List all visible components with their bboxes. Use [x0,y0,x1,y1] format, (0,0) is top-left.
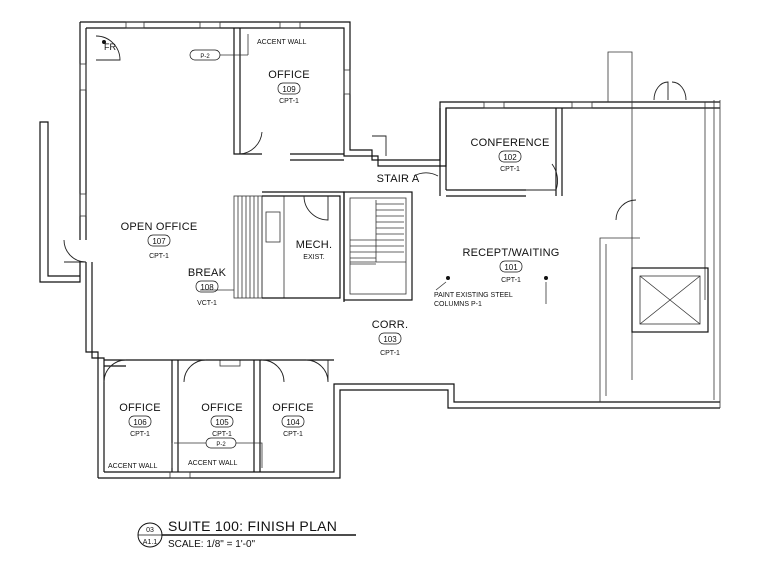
room-office-105: OFFICE 105 CPT-1 [201,402,243,438]
accent-wall-label: ACCENT WALL [188,460,238,467]
svg-text:P-2: P-2 [200,54,210,60]
steel-column [544,276,548,280]
room-name: OPEN OFFICE [121,221,198,233]
room-office-106: OFFICE 106 CPT-1 [119,402,161,438]
leader-line [435,281,447,291]
fr-label: FR [104,42,116,52]
room-number-tag [195,280,219,293]
drawing-number: 03 [146,527,154,534]
room-break: BREAK 108 VCT-1 [188,267,227,307]
room-finish: CPT-1 [283,431,303,438]
room-number: 104 [286,418,300,427]
interior-walls [104,28,709,472]
column-note-line1: PAINT EXISTING STEEL [434,292,513,299]
room-finish: CPT-1 [130,431,150,438]
exterior-walls [39,21,721,479]
room-number: 109 [282,85,296,94]
fire-riser-symbol [102,40,106,44]
paint-tag-top: P-2 [189,34,249,61]
room-number-tag [499,260,523,273]
accent-wall-label: ACCENT WALL [108,463,158,470]
room-finish: CPT-1 [380,350,400,357]
room-finish: CPT-1 [212,431,232,438]
stair-treads [350,203,406,265]
room-recept: RECEPT/WAITING 101 CPT-1 [462,247,559,284]
windows [79,21,593,479]
room-conference: CONFERENCE 102 CPT-1 [470,137,549,173]
room-finish: CPT-1 [500,166,520,173]
room-office-104: OFFICE 104 CPT-1 [272,402,314,438]
room-finish: VCT-1 [197,300,217,307]
room-subtitle: EXIST. [303,254,324,261]
room-number: 107 [152,237,166,246]
room-name: RECEPT/WAITING [462,247,559,259]
room-number: 101 [504,263,518,272]
room-finish: CPT-1 [149,253,169,260]
plan-scale: SCALE: 1/8" = 1'-0" [168,539,256,550]
room-name: CONFERENCE [470,137,549,149]
room-corr: CORR. 103 CPT-1 [372,319,408,357]
room-number-tag [210,415,234,428]
room-name: BREAK [188,267,227,279]
room-number: 108 [200,283,214,292]
room-number-tag [281,415,305,428]
room-number-tag [128,415,152,428]
room-name: OFFICE [119,402,161,414]
room-number: 106 [133,418,147,427]
doors [63,35,687,383]
steel-column [446,276,450,280]
room-name: OFFICE [268,69,310,81]
room-name: CORR. [372,319,408,331]
room-finish: CPT-1 [279,98,299,105]
stair-label: STAIR A [377,173,420,185]
room-number: 105 [215,418,229,427]
room-name: OFFICE [272,402,314,414]
room-name: MECH. [296,239,332,251]
room-number-tag [498,150,522,163]
svg-text:P-2: P-2 [216,442,226,448]
room-number: 103 [383,335,397,344]
room-open-office: OPEN OFFICE 107 CPT-1 [121,221,198,260]
room-number-tag [277,82,301,95]
room-name: OFFICE [201,402,243,414]
room-mech: MECH. EXIST. [296,239,332,261]
room-number-tag [147,234,171,247]
room-number: 102 [503,153,517,162]
room-finish: CPT-1 [501,277,521,284]
sheet-number: A1.1 [143,539,158,546]
plan-title: SUITE 100: FINISH PLAN [168,518,337,534]
column-note-line2: COLUMNS P-1 [434,301,482,308]
room-office-109: OFFICE 109 CPT-1 [268,69,310,105]
accent-wall-label: ACCENT WALL [257,39,307,46]
title-block: 03 A1.1 SUITE 100: FINISH PLAN SCALE: 1/… [137,518,356,550]
paint-tag-bottom: P-2 [171,437,263,468]
room-number-tag [378,332,402,345]
